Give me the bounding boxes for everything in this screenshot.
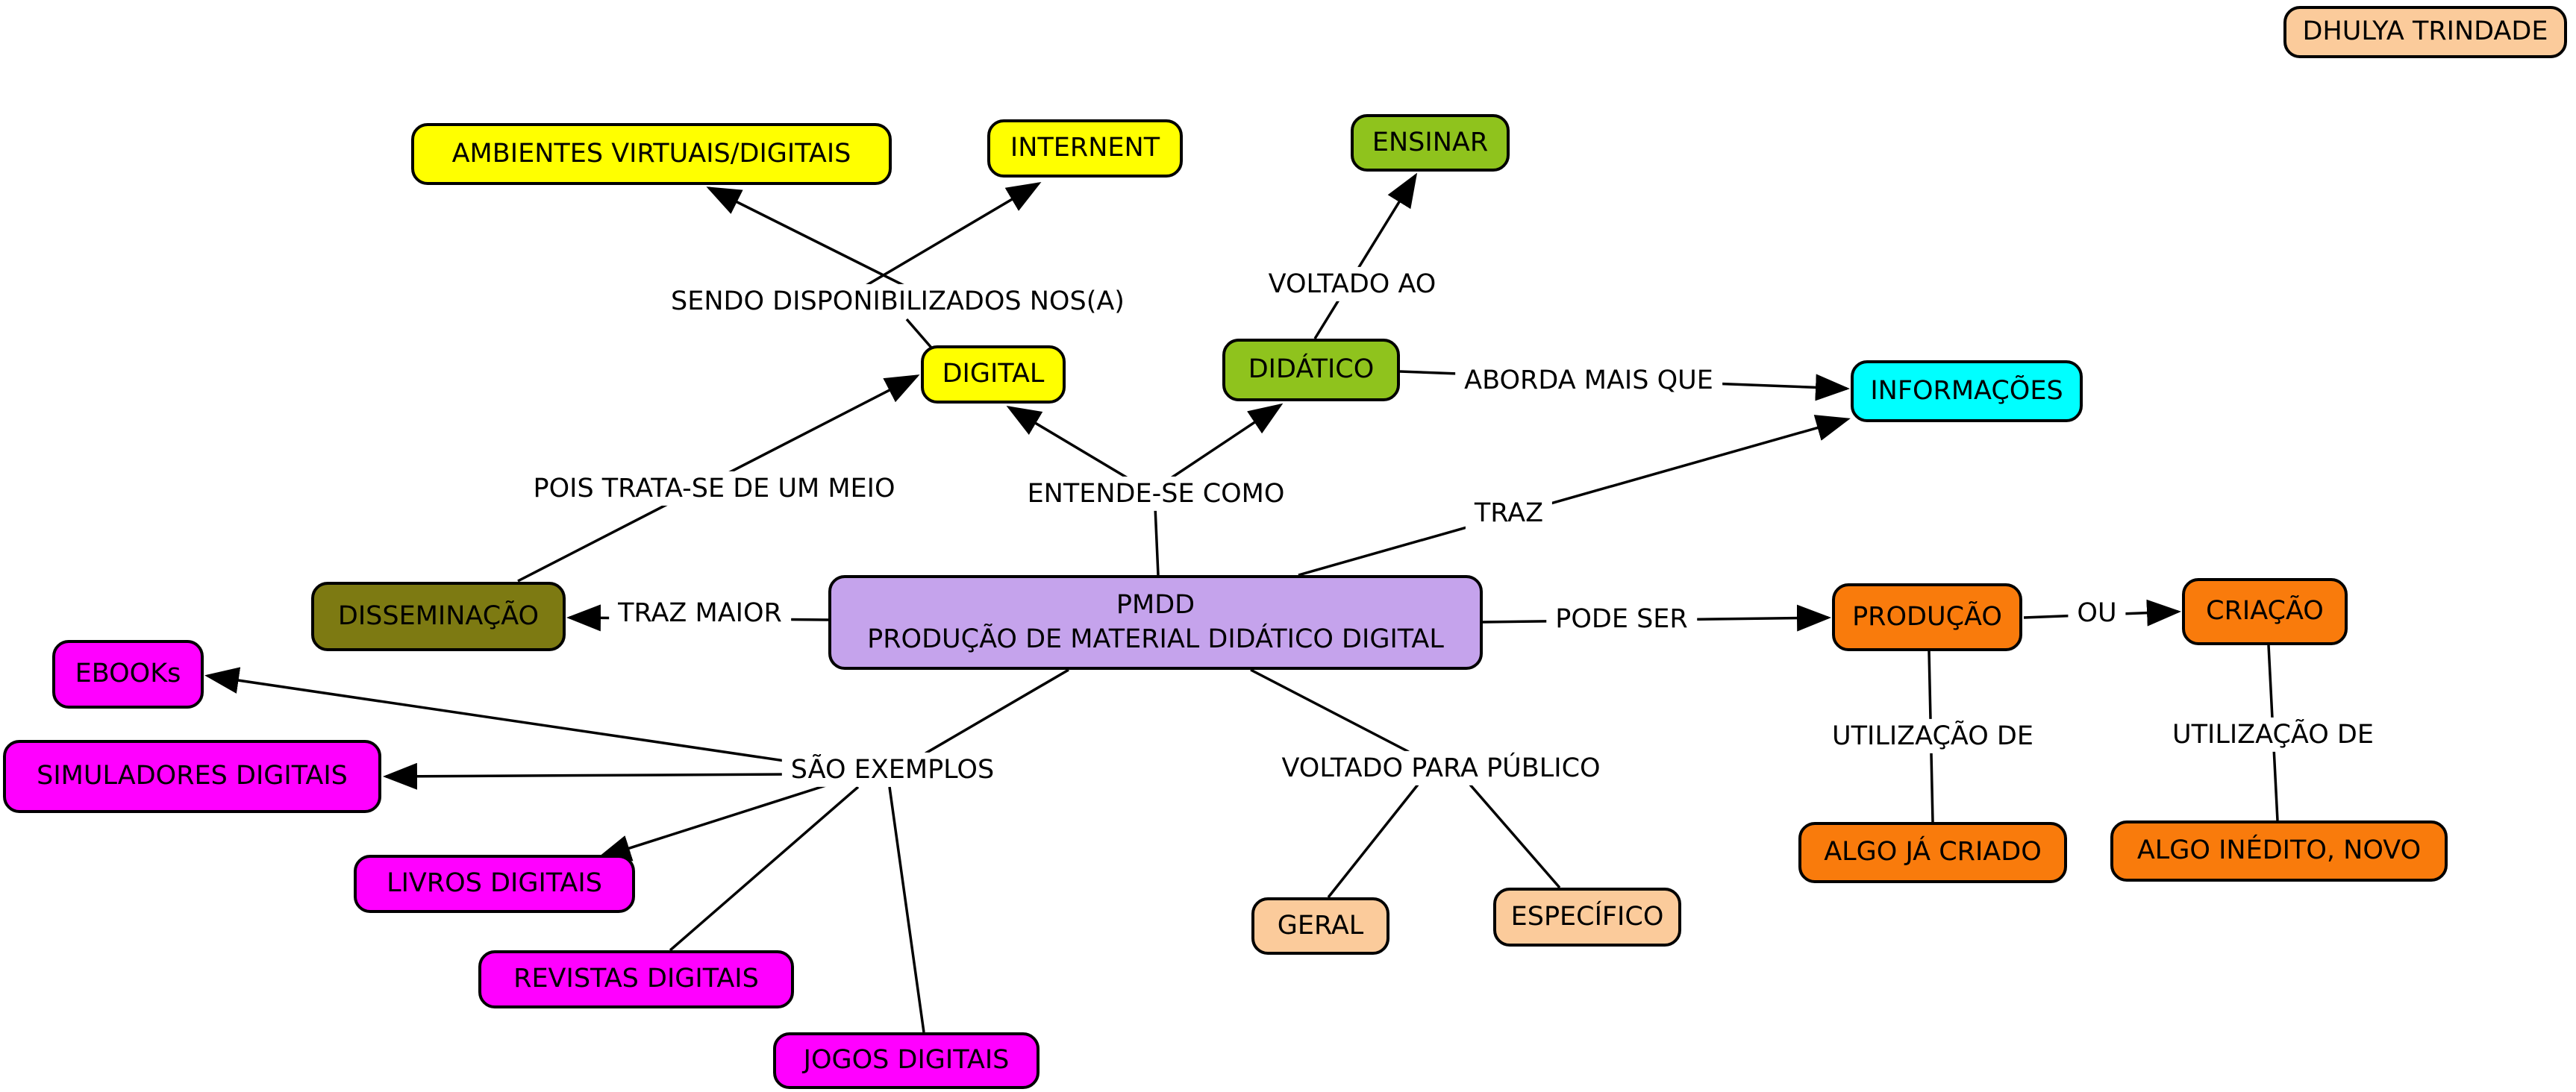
- edge-line-pmdd-to-sao-exemplos: [925, 668, 1069, 755]
- node-dhulya-trindade[interactable]: DHULYA TRINDADE: [2283, 6, 2567, 58]
- edge-label-entende-se-como[interactable]: ENTENDE-SE COMO: [1018, 476, 1294, 512]
- edge-line-sendo-disponibilizados-nosa-to-internent: [861, 181, 1042, 289]
- edge-label-utilizacao-de-2[interactable]: UTILIZAÇÃO DE: [2163, 717, 2383, 753]
- node-disseminacao[interactable]: DISSEMINAÇÃO: [311, 582, 566, 651]
- edge-line-voltado-para-publico-to-geral: [1327, 783, 1419, 899]
- edge-line-sao-exemplos-to-livros-digitais: [596, 783, 829, 862]
- edge-line-entende-se-como-to-didatico: [1166, 403, 1284, 483]
- edge-label-traz-maior[interactable]: TRAZ MAIOR: [609, 595, 791, 631]
- edge-line-sao-exemplos-to-ebooks: [204, 667, 795, 764]
- edge-label-utilizacao-de-1[interactable]: UTILIZAÇÃO DE: [1823, 718, 2042, 754]
- edge-line-didatico-to-ensinar: [1313, 172, 1418, 339]
- node-ensinar[interactable]: ENSINAR: [1351, 114, 1510, 172]
- node-pmdd[interactable]: PMDD PRODUÇÃO DE MATERIAL DIDÁTICO DIGIT…: [828, 575, 1483, 670]
- node-digital[interactable]: DIGITAL: [921, 345, 1066, 404]
- node-criacao[interactable]: CRIAÇÃO: [2182, 578, 2348, 645]
- node-producao[interactable]: PRODUÇÃO: [1832, 583, 2022, 651]
- node-simuladores-digitais[interactable]: SIMULADORES DIGITAIS: [3, 740, 381, 813]
- node-geral[interactable]: GERAL: [1251, 897, 1389, 955]
- edge-label-pois-trata-se-de-um-meio[interactable]: POIS TRATA-SE DE UM MEIO: [524, 471, 904, 506]
- edge-label-pode-ser[interactable]: PODE SER: [1546, 601, 1697, 637]
- edge-label-traz[interactable]: TRAZ: [1465, 495, 1553, 531]
- edge-line-sendo-disponibilizados-nosa-to-ambientes-virtuais-digitais: [706, 186, 910, 289]
- node-algo-ja-criado[interactable]: ALGO JÁ CRIADO: [1798, 822, 2067, 883]
- node-algo-inedito-novo[interactable]: ALGO INÉDITO, NOVO: [2110, 820, 2448, 882]
- node-internent[interactable]: INTERNENT: [987, 119, 1183, 178]
- node-revistas-digitais[interactable]: REVISTAS DIGITAIS: [478, 950, 794, 1008]
- edge-line-pmdd-to-voltado-para-publico: [1250, 668, 1410, 753]
- node-informacoes[interactable]: INFORMAÇÕES: [1851, 360, 2083, 422]
- edge-line-pmdd-to-informacoes: [1298, 415, 1851, 577]
- edge-label-voltado-para-publico[interactable]: VOLTADO PARA PÚBLICO: [1272, 750, 1610, 786]
- node-ambientes-virtuais-digitais[interactable]: AMBIENTES VIRTUAIS/DIGITAIS: [411, 123, 892, 185]
- edge-label-sao-exemplos[interactable]: SÃO EXEMPLOS: [781, 752, 1004, 788]
- edge-line-sendo-disponibilizados-nosa-to-digital: [905, 318, 933, 349]
- edge-line-voltado-para-publico-to-especifico: [1469, 783, 1561, 889]
- edge-line-entende-se-como-to-digital: [1006, 405, 1134, 483]
- node-especifico[interactable]: ESPECÍFICO: [1493, 888, 1681, 947]
- edge-label-ou[interactable]: OU: [2068, 595, 2126, 631]
- node-ebooks[interactable]: EBOOKs: [52, 640, 204, 709]
- edge-label-sendo-disponibilizados-nosa[interactable]: SENDO DISPONIBILIZADOS NOS(A): [662, 283, 1134, 319]
- edge-line-sao-exemplos-to-jogos-digitais: [888, 786, 925, 1033]
- edge-line-sao-exemplos-to-simuladores-digitais: [383, 762, 792, 790]
- node-didatico[interactable]: DIDÁTICO: [1222, 339, 1400, 401]
- edge-line-pmdd-to-entende-se-como: [1154, 506, 1160, 576]
- node-jogos-digitais[interactable]: JOGOS DIGITAIS: [773, 1032, 1040, 1089]
- edge-line-sao-exemplos-to-revistas-digitais: [669, 785, 860, 952]
- edge-label-aborda-mais-que[interactable]: ABORDA MAIS QUE: [1455, 363, 1722, 398]
- edge-label-voltado-ao[interactable]: VOLTADO AO: [1259, 266, 1445, 302]
- node-livros-digitais[interactable]: LIVROS DIGITAIS: [354, 855, 635, 913]
